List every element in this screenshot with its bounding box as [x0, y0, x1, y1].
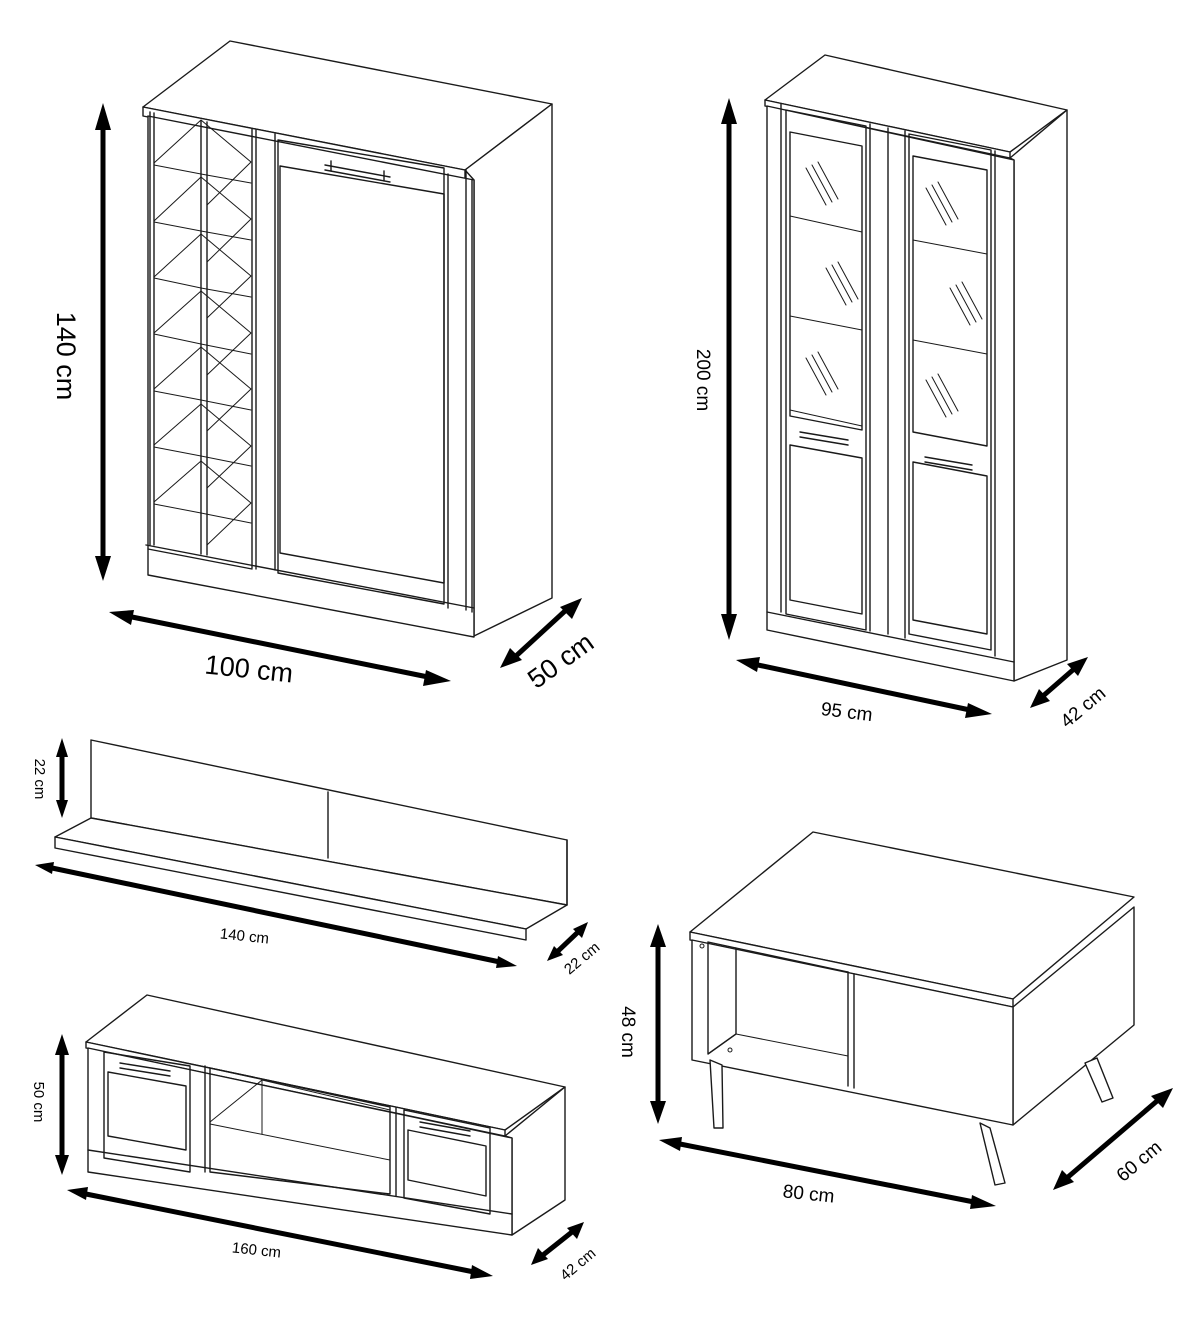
tv-stand-height-arrow: [55, 1034, 69, 1175]
wine-cabinet-drawing: [142, 40, 553, 638]
coffee-table-width-arrow: [659, 1137, 996, 1209]
wall-shelf-width-label: 140 cm: [219, 925, 270, 947]
tv-stand-width-arrow: [67, 1187, 493, 1279]
display-cabinet-height-arrow: [721, 98, 737, 640]
wall-shelf-depth-arrow: [547, 922, 588, 961]
wine-cabinet-width-label: 100 cm: [203, 650, 294, 689]
wine-cabinet-height-arrow: [95, 103, 111, 581]
coffee-table-depth-arrow: [1053, 1088, 1173, 1190]
coffee-table-depth-label: 60 cm: [1113, 1137, 1166, 1186]
tv-stand-height-label: 50 cm: [30, 1082, 47, 1123]
wall-shelf-drawing: [54, 739, 568, 941]
coffee-table-height-arrow: [650, 924, 666, 1124]
display-cabinet-depth-arrow: [1030, 657, 1088, 708]
wall-shelf-height-arrow: [56, 738, 68, 818]
tv-stand-drawing: [85, 994, 566, 1236]
display-cabinet-depth-label: 42 cm: [1057, 683, 1110, 732]
wine-cabinet-depth-arrow: [500, 598, 582, 668]
coffee-table-width-label: 80 cm: [782, 1181, 836, 1207]
tv-stand-depth-label: 42 cm: [557, 1245, 599, 1284]
coffee-table-height-label: 48 cm: [617, 1006, 638, 1058]
tv-stand-depth-arrow: [531, 1222, 584, 1265]
display-cabinet-height-label: 200 cm: [692, 349, 713, 411]
wall-shelf-width-arrow: [35, 862, 517, 968]
display-cabinet-width-arrow: [736, 657, 992, 718]
display-cabinet-drawing: [764, 54, 1068, 682]
display-cabinet-width-label: 95 cm: [820, 699, 874, 726]
wall-shelf-height-label: 22 cm: [31, 759, 48, 800]
wine-cabinet-height-label: 140 cm: [51, 312, 81, 401]
coffee-table-drawing: [689, 831, 1135, 1186]
tv-stand-width-label: 160 cm: [231, 1239, 282, 1261]
wine-cabinet-width-arrow: [109, 610, 451, 686]
